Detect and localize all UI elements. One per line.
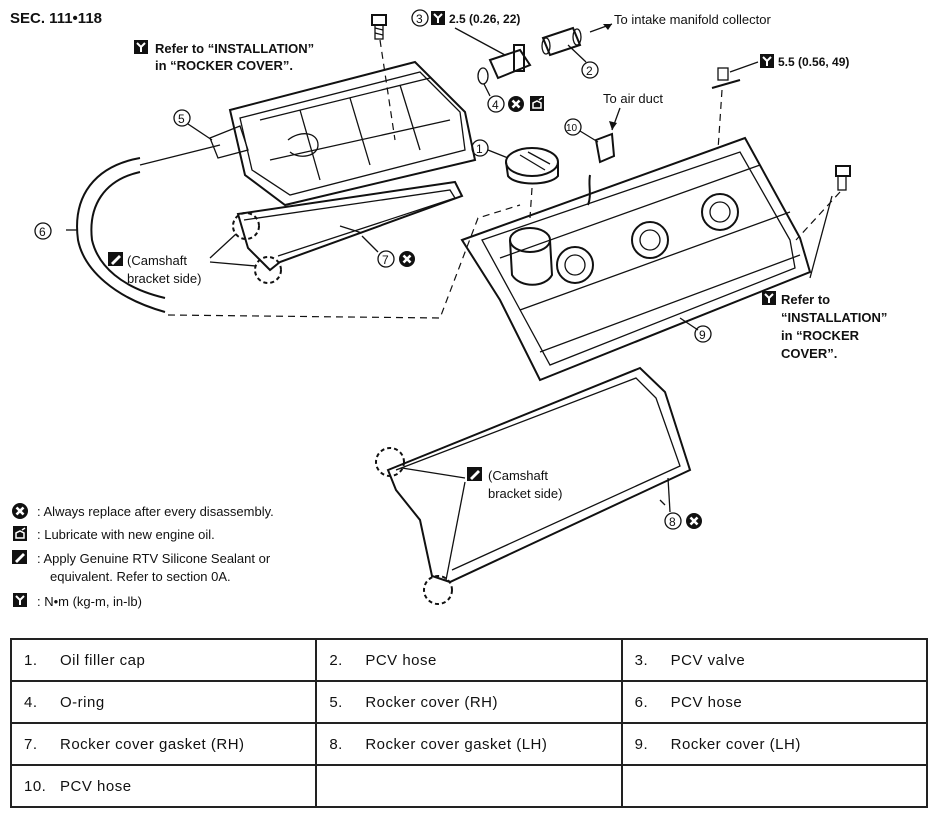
camshaft-marker-lh-2: [423, 575, 453, 605]
camshaft-lh-line2: bracket side): [488, 486, 562, 501]
svg-text:5: 5: [178, 112, 185, 126]
part-cell: 6.PCV hose: [620, 680, 929, 724]
svg-text:6: 6: [39, 225, 46, 239]
refer-right-line3: in “ROCKER: [781, 328, 860, 343]
camshaft-rh-line2: bracket side): [127, 271, 201, 286]
refer-top-line2: in “ROCKER COVER”.: [155, 58, 293, 73]
rocker-cover-gasket-rh: [236, 180, 464, 272]
torque-bolt: 5.5 (0.56, 49): [778, 55, 849, 69]
bolt-right: [711, 67, 741, 89]
lubricate-icon: [12, 525, 28, 542]
part-cell: 4.O-ring: [9, 680, 318, 724]
legend-sealant-line2: equivalent. Refer to section 0A.: [50, 569, 231, 584]
parts-table: 1.Oil filler cap 2.PCV hose 3.PCV valve …: [9, 638, 929, 808]
to-air-duct-label: To air duct: [603, 91, 663, 106]
torque-pcv-valve: 2.5 (0.26, 22): [449, 12, 520, 26]
bolt-top: [371, 14, 387, 40]
pcv-hose-2: [541, 26, 582, 57]
legend-lubricate: : Lubricate with new engine oil.: [37, 527, 215, 542]
part-cell: 7.Rocker cover gasket (RH): [9, 722, 318, 766]
svg-text:1: 1: [476, 142, 483, 156]
legend-torque-unit: : N•m (kg-m, in-lb): [37, 594, 142, 609]
rocker-cover-lh: [460, 136, 812, 382]
part-cell: 8.Rocker cover gasket (LH): [315, 722, 623, 766]
legend-replace: : Always replace after every disassembly…: [37, 504, 274, 519]
camshaft-marker-rh-1: [232, 212, 260, 240]
to-intake-label: To intake manifold collector: [614, 12, 771, 27]
camshaft-lh-line1: (Camshaft: [488, 468, 548, 483]
refer-right-line2: “INSTALLATION”: [781, 310, 887, 325]
torque-icon: [133, 39, 149, 55]
svg-text:4: 4: [492, 98, 499, 112]
svg-text:3: 3: [416, 12, 423, 26]
table-row: 1.Oil filler cap 2.PCV hose 3.PCV valve: [9, 638, 929, 682]
pcv-hose-10: [587, 132, 616, 206]
sealant-icon: [12, 550, 27, 564]
part-cell: 1.Oil filler cap: [9, 638, 318, 682]
replace-icon: [10, 501, 30, 521]
part-cell: 10.PCV hose: [9, 764, 318, 808]
part-cell: [620, 764, 929, 808]
svg-text:8: 8: [669, 515, 676, 529]
part-cell: 3.PCV valve: [620, 638, 929, 682]
svg-text:10: 10: [566, 123, 578, 134]
camshaft-marker-rh-2: [254, 256, 282, 284]
svg-text:9: 9: [699, 328, 706, 342]
table-row: 7.Rocker cover gasket (RH) 8.Rocker cove…: [9, 722, 929, 766]
oil-filler-cap: [505, 147, 559, 185]
refer-right-line1: Refer to: [781, 292, 830, 307]
legend-sealant-line1: : Apply Genuine RTV Silicone Sealant or: [37, 551, 271, 566]
camshaft-rh-line1: (Camshaft: [127, 253, 187, 268]
svg-text:7: 7: [382, 253, 389, 267]
svg-text:2: 2: [586, 64, 593, 78]
table-row: 10.PCV hose: [9, 764, 929, 808]
camshaft-marker-lh-1: [375, 447, 405, 477]
pcv-hose-6: [76, 157, 166, 313]
bolt-side: [835, 165, 851, 191]
section-label: SEC. 111•118: [10, 10, 102, 27]
rocker-cover-rh: [209, 60, 477, 207]
pcv-valve: [477, 44, 532, 85]
table-row: 4.O-ring 5.Rocker cover (RH) 6.PCV hose: [9, 680, 929, 724]
torque-unit-icon: [12, 592, 28, 608]
refer-right-line4: COVER”.: [781, 346, 837, 361]
part-cell: 5.Rocker cover (RH): [315, 680, 623, 724]
refer-top-line1: Refer to “INSTALLATION”: [155, 41, 314, 56]
part-cell: [315, 764, 623, 808]
part-cell: 9.Rocker cover (LH): [620, 722, 929, 766]
part-cell: 2.PCV hose: [315, 638, 623, 682]
